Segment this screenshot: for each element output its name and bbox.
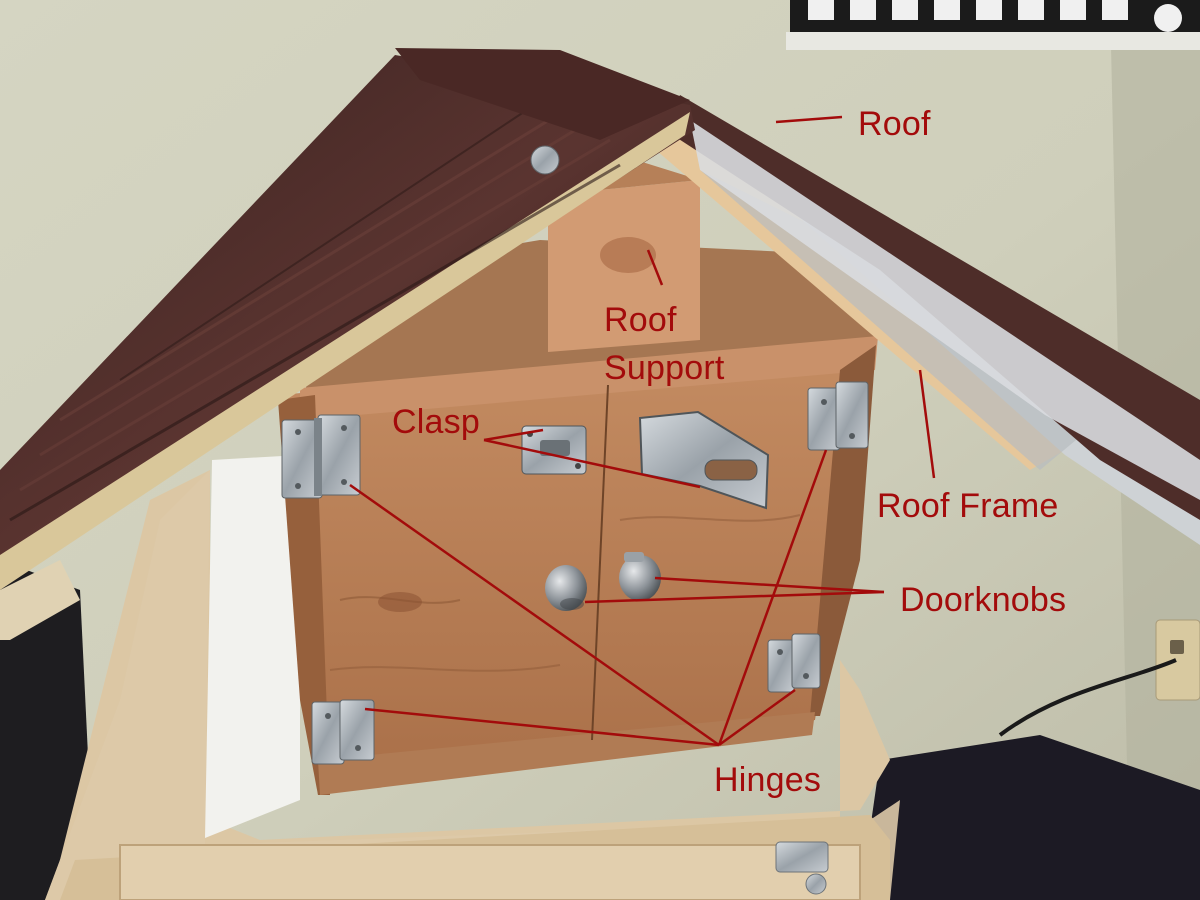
knob-icon bbox=[545, 565, 587, 611]
wall-poster bbox=[786, 0, 1200, 50]
hinge-icon bbox=[807, 381, 869, 451]
label-roof-support-line2: Support bbox=[604, 349, 725, 387]
hinge-icon bbox=[281, 414, 361, 499]
label-roof-support-line1: Roof bbox=[604, 301, 677, 339]
label-doorknobs: Doorknobs bbox=[900, 581, 1067, 619]
clasp-icon bbox=[521, 410, 770, 510]
knob-icon bbox=[619, 552, 661, 601]
hinge-icon bbox=[767, 633, 821, 693]
label-roof: Roof bbox=[858, 105, 931, 143]
label-hinges: Hinges bbox=[714, 761, 822, 799]
nightstand bbox=[45, 470, 900, 900]
carpet bbox=[860, 735, 1200, 900]
roof-left-panel bbox=[0, 48, 695, 640]
hinge-icon bbox=[311, 699, 375, 765]
outlet-icon bbox=[998, 619, 1200, 737]
label-clasp: Clasp bbox=[392, 403, 480, 441]
label-roof-frame: Roof Frame bbox=[877, 487, 1059, 525]
paper-sheet bbox=[205, 455, 300, 838]
drawer-latch-icon bbox=[775, 841, 829, 895]
annotation-lines bbox=[349, 115, 936, 747]
